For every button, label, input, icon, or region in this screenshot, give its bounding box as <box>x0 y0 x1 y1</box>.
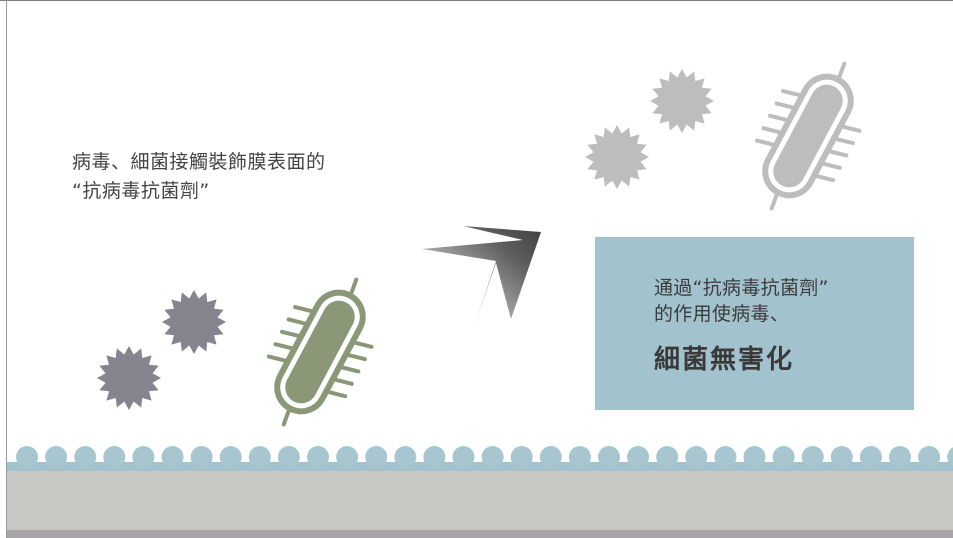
inactivated-virus-icon <box>585 125 649 189</box>
coating-bead <box>685 446 708 468</box>
coating-bead <box>918 446 941 468</box>
coating-bead <box>307 446 329 468</box>
bacterium-pilus <box>761 126 782 135</box>
inactivated-bacterium-icon <box>754 61 862 211</box>
coating-strip <box>7 462 953 471</box>
coating-bead <box>859 446 882 468</box>
bacterium-pilus <box>273 342 294 351</box>
bacterium-pilus <box>769 193 779 211</box>
coating-bead <box>801 446 824 468</box>
frame-top-border <box>0 0 953 1</box>
bacterium-pilus <box>828 149 849 158</box>
coating-bead <box>481 446 504 468</box>
coating-bead <box>45 446 68 468</box>
virus-body <box>650 69 714 133</box>
intro-line-2: “抗病毒抗菌劑” <box>72 180 210 202</box>
coating-bead <box>947 447 953 467</box>
coating-bead <box>627 446 650 468</box>
coating-bead <box>394 446 417 468</box>
virus-icon <box>162 290 226 354</box>
arrow-chevron-shape <box>422 226 541 330</box>
intro-caption: 病毒、細菌接觸裝飾膜表面的 “抗病毒抗菌劑” <box>72 148 326 206</box>
bacterium-icon <box>266 277 374 427</box>
coating-bead <box>714 446 737 468</box>
bacterium-pilus <box>774 101 795 110</box>
transition-arrow-icon <box>422 226 541 330</box>
bacterium-pilus <box>821 161 842 170</box>
coating-bead <box>830 446 853 468</box>
result-text-block: 通過“抗病毒抗菌劑” 的作用使病毒、 細菌無害化 <box>654 275 829 376</box>
bacterium-pilus <box>346 353 367 362</box>
bacterium-pilus <box>349 277 359 295</box>
bacterium-pilus <box>327 390 348 399</box>
virus-body <box>585 125 649 189</box>
bacterium-pilus <box>286 317 307 326</box>
coating-bead <box>568 446 591 468</box>
coating-bead <box>161 446 184 468</box>
bacterium-pilus <box>333 377 354 386</box>
bacterium-core <box>773 84 843 188</box>
coating-bead <box>656 446 679 468</box>
coating-bead <box>772 446 795 468</box>
coating-bead <box>190 446 213 468</box>
inactivated-virus-icon <box>650 69 714 133</box>
coating-bead <box>423 446 446 468</box>
coating-bead <box>539 446 562 468</box>
bacterium-pilus <box>280 329 301 338</box>
result-callout: 通過“抗病毒抗菌劑” 的作用使病毒、 細菌無害化 <box>595 237 914 410</box>
frame-left-border <box>6 0 7 538</box>
coating-bead <box>598 446 620 468</box>
result-headline: 細菌無害化 <box>654 345 795 375</box>
coating-bead <box>219 446 242 468</box>
coating-bead <box>889 446 911 468</box>
bacterium-pilus <box>834 137 855 146</box>
bacterium-pilus <box>754 138 775 147</box>
result-line-2: 的作用使病毒、 <box>654 303 790 325</box>
bacterium-pilus <box>815 174 836 183</box>
bacterium-pilus <box>293 305 314 314</box>
bacterium-pilus <box>841 124 862 133</box>
coating-bead <box>16 446 38 468</box>
coating-bead <box>510 446 533 468</box>
coating-bead <box>248 446 271 468</box>
coating-bead <box>743 446 766 468</box>
coating-bead <box>103 446 126 468</box>
bacterium-core <box>285 300 355 404</box>
bacterium-pilus <box>768 113 789 122</box>
substrate-layer <box>7 470 953 530</box>
virus-icon <box>97 346 161 410</box>
coating-bead <box>132 446 155 468</box>
virus-body <box>162 290 226 354</box>
bacterium-pilus <box>353 340 374 349</box>
coating-bead <box>74 446 97 468</box>
bacterium-pilus <box>340 365 361 374</box>
bacterium-pilus <box>281 409 291 427</box>
result-line-1: 通過“抗病毒抗菌劑” <box>654 277 829 299</box>
coating-bead <box>365 446 388 468</box>
coating-bead <box>336 446 359 468</box>
bacterium-pilus <box>781 89 802 98</box>
substrate-edge <box>7 530 953 538</box>
coating-beads <box>16 446 953 468</box>
intro-line-1: 病毒、細菌接觸裝飾膜表面的 <box>72 151 326 173</box>
bacterium-pilus <box>266 354 287 363</box>
virus-body <box>97 346 161 410</box>
coating-bead <box>277 446 300 468</box>
coating-bead <box>452 446 475 468</box>
bacterium-pilus <box>837 61 847 79</box>
